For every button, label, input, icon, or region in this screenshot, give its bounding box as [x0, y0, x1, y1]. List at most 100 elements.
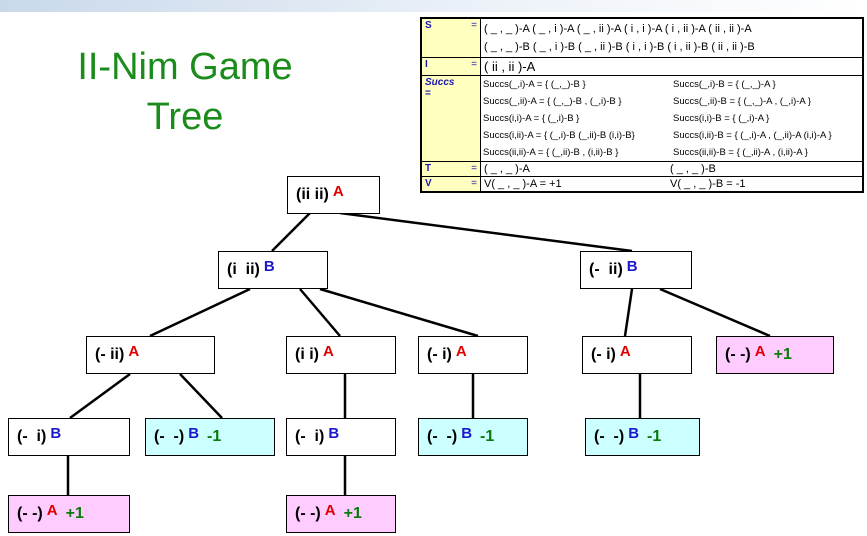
- player-label: B: [628, 424, 640, 442]
- node-state: (- ii): [95, 346, 125, 363]
- player-label: A: [46, 501, 58, 519]
- value-B: V( _ , _ )-B = -1: [670, 178, 746, 190]
- tree-node: (- i)A: [582, 336, 692, 374]
- player-label: A: [323, 342, 334, 360]
- tree-edge: [271, 212, 311, 252]
- node-value: +1: [773, 346, 792, 363]
- terminal-node: (- -)B-1: [418, 418, 528, 456]
- player-label: A: [619, 342, 631, 360]
- row-V: V = V( _ , _ )-A = +1 V( _ , _ )-B = -1: [421, 176, 863, 192]
- key: V: [425, 178, 432, 189]
- node-state: (- ii): [589, 261, 623, 278]
- header-band: [0, 0, 867, 12]
- tree-edge: [319, 287, 479, 338]
- succs-row: Succs(ii,ii)-A = { (_,ii)-B , (i,ii)-B }…: [481, 144, 862, 161]
- player-label: B: [188, 424, 200, 442]
- terminal-node: (- -)B -1: [585, 418, 700, 456]
- tree-node: (- ii)B: [580, 251, 692, 289]
- key: T: [425, 163, 432, 174]
- succs-entry: Succs(_,i)-B = { (_,_)-A }: [673, 79, 776, 90]
- initial-state: ( ii , ii )-A: [480, 57, 863, 76]
- node-value: +1: [65, 505, 84, 522]
- tree-node: (- i)A: [418, 336, 528, 374]
- succs-row: Succs(i,ii)-A = { (_,i)-B (_,ii)-B (i,i)…: [481, 127, 862, 144]
- tree-edge: [339, 211, 633, 253]
- player-label: A: [128, 342, 140, 360]
- node-state: (- -): [154, 428, 185, 445]
- title-line-1: II-Nim Game: [77, 46, 293, 88]
- player-label: B: [263, 257, 275, 275]
- tree-edge: [659, 287, 771, 338]
- node-state: (- i): [427, 346, 452, 363]
- node-state: (i ii): [227, 261, 260, 278]
- player-label: B: [328, 424, 340, 442]
- row-Succs: Succs=Succs(_,i)-A = { (_,_)-B }Succs(_,…: [421, 75, 863, 162]
- node-state: (- i): [591, 346, 616, 363]
- tree-edge: [69, 372, 131, 420]
- player-label: A: [332, 182, 344, 200]
- succs-entry: Succs(_,i)-A = { (_,_)-B }: [483, 79, 586, 90]
- key: I: [425, 59, 428, 70]
- succs-entry: Succs(i,ii)-A = { (_,i)-B (_,ii)-B (i,i)…: [483, 130, 635, 141]
- node-state: (- i): [295, 428, 325, 445]
- row-T: T = ( _ , _ )-A ( _ , _ )-B: [421, 161, 863, 177]
- tree-node: (- i)B: [286, 418, 396, 456]
- node-state: (- i): [17, 428, 47, 445]
- terminal-node: (- -)A +1: [716, 336, 834, 374]
- player-label: B: [50, 424, 62, 442]
- tree-node: (- i)B: [8, 418, 130, 456]
- succs-row: Succs(_,i)-A = { (_,_)-B } Succs(_,i)-B =…: [481, 76, 862, 93]
- node-state: (ii ii): [296, 186, 329, 203]
- player-label: B: [626, 257, 638, 275]
- player-label: A: [324, 501, 336, 519]
- value-A: V( _ , _ )-A = +1: [484, 178, 562, 190]
- node-state: (i i): [295, 346, 319, 363]
- player-label: A: [754, 342, 766, 360]
- succs-entry: Succs(i,i)-B = { (_,i)-A }: [673, 113, 770, 124]
- tree-node: (ii ii)A: [287, 176, 380, 214]
- states-A: ( _ , _ )-A ( _ , i )-A ( _ , ii )-A ( i…: [484, 23, 752, 35]
- eq: =: [471, 178, 477, 189]
- succs-row: Succs(_,ii)-A = { (_,_)-B , (_,i)-B }Suc…: [481, 93, 862, 110]
- eq: =: [425, 88, 431, 99]
- tree-edge: [149, 287, 251, 338]
- tree-edge: [299, 288, 341, 337]
- node-state: (- -): [427, 428, 458, 445]
- row-I: I =( ii , ii )-A: [421, 57, 863, 76]
- tree-node: (- ii)A: [86, 336, 215, 374]
- terminal-B: ( _ , _ )-B: [670, 163, 716, 175]
- terminal-node: (- -)B -1: [145, 418, 275, 456]
- tree-edge: [623, 288, 634, 337]
- eq: =: [471, 20, 477, 31]
- key: Succs: [425, 77, 455, 88]
- node-value: -1: [480, 428, 495, 445]
- node-state: (- -): [594, 428, 625, 445]
- player-label: A: [455, 342, 467, 360]
- succs-entry: Succs(_,ii)-A = { (_,_)-B , (_,i)-B }: [483, 96, 622, 107]
- node-value: -1: [207, 428, 222, 445]
- node-state: (- -): [725, 346, 751, 363]
- succs-entry: Succs(ii,ii)-B = { (_,ii)-A , (i,ii)-A }: [673, 147, 808, 158]
- eq: =: [471, 163, 477, 174]
- tree-edge: [179, 373, 223, 419]
- succs-entry: Succs(ii,ii)-A = { (_,ii)-B , (i,ii)-B }: [483, 147, 619, 158]
- states-B: ( _ , _ )-B ( _ , i )-B ( _ , ii )-B ( i…: [484, 41, 755, 53]
- eq: =: [471, 59, 477, 70]
- tree-node: (i ii)B: [218, 251, 328, 289]
- terminal-node: (- -)A +1: [8, 495, 130, 533]
- key: S: [425, 20, 432, 31]
- definition-table: S = ( _ , _ )-A ( _ , i )-A ( _ , ii )-A (…: [420, 17, 864, 193]
- succs-entry: Succs(i,i)-A = { (_,i)-B }: [483, 113, 580, 124]
- terminal-node: (- -)A +1: [286, 495, 396, 533]
- tree-node: (i i)A: [286, 336, 396, 374]
- title-line-2: Tree: [146, 96, 224, 138]
- succs-entry: Succs(i,ii)-B = { (_,i)-A , (_,ii)-A (i,…: [673, 130, 832, 141]
- succs-list: Succs(_,i)-A = { (_,_)-B } Succs(_,i)-B =…: [481, 76, 862, 161]
- node-state: (- -): [17, 505, 43, 522]
- node-value: -1: [647, 428, 662, 445]
- terminal-A: ( _ , _ )-A: [484, 163, 530, 175]
- node-value: +1: [343, 505, 362, 522]
- node-state: (- -): [295, 505, 321, 522]
- row-S: S = ( _ , _ )-A ( _ , i )-A ( _ , ii )-A (…: [421, 17, 863, 58]
